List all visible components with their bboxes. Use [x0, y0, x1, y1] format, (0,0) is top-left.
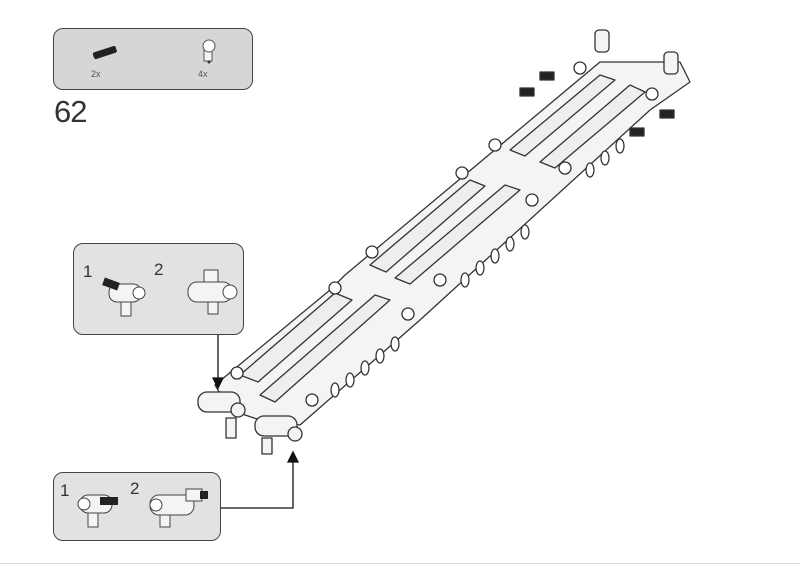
connector-assembled-icon	[187, 269, 238, 315]
parts-list: 2x 4x	[53, 28, 253, 90]
page-divider	[0, 563, 800, 564]
substep-number: 1	[60, 481, 70, 500]
black-pins	[519, 71, 675, 137]
callout-sub-assembly-2: 1 2	[53, 472, 221, 541]
substep-number: 2	[130, 479, 140, 498]
beam-assembly	[197, 29, 691, 455]
beam-holes	[230, 61, 659, 407]
part-quantity: 2x	[91, 69, 101, 79]
connectors	[197, 29, 679, 455]
side-holes	[330, 138, 625, 398]
substep-number: 2	[154, 260, 164, 279]
connector-assembled-icon	[149, 488, 208, 528]
axle-pin-connector-icon	[202, 39, 216, 64]
connector-with-pin-icon	[102, 277, 146, 317]
callout-sub-assembly-1: 1 2	[73, 243, 244, 335]
step-number: 62	[54, 94, 87, 129]
arrow-callout-1	[211, 333, 225, 390]
connector-with-pin-icon	[77, 494, 118, 528]
axle-pin-black-icon	[92, 46, 117, 60]
part-quantity: 4x	[198, 69, 208, 79]
arrow-callout-2	[219, 450, 300, 509]
substep-number: 1	[83, 262, 93, 281]
